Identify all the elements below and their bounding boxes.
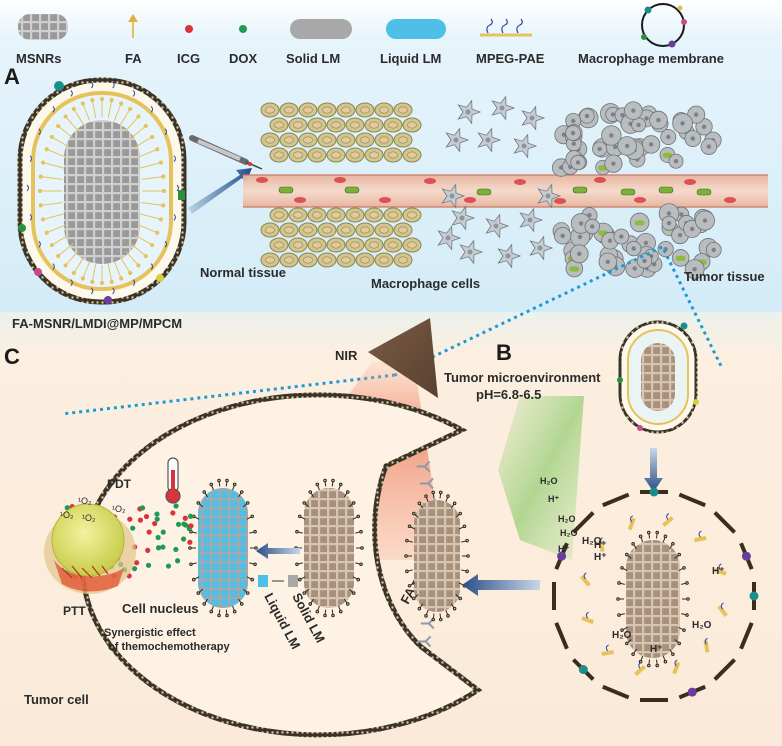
thermometer-icon [165, 457, 181, 504]
legend-liquid-lm-label: Liquid LM [380, 51, 441, 66]
nanoparticle-tme [617, 320, 699, 434]
legend-solid-lm-label: Solid LM [286, 51, 340, 66]
ion-label: H₂O [558, 514, 576, 524]
nanoparticle-label: FA-MSNR/LMDI@MP/MPCM [12, 316, 182, 331]
legend-msnrs-label: MSNRs [16, 51, 62, 66]
np-bound-receptor [404, 490, 470, 622]
core-np-released [616, 530, 690, 668]
nir-label: NIR [335, 348, 358, 363]
vessel-nanoparticles [256, 177, 736, 204]
synergy-line-2: of themochemotherapy [108, 641, 231, 653]
acid-diffusion-beam [498, 396, 584, 560]
panel-b-label: B [496, 340, 512, 365]
panel-a-label: A [4, 64, 20, 89]
ion-label: H₂O [612, 630, 632, 641]
singlet-oxygen-4: ¹O₂ [112, 504, 126, 514]
disassembled-membrane [552, 487, 759, 702]
msnr-icon [18, 14, 68, 40]
ion-label: H⁺ [650, 644, 663, 655]
macrophage-cells-label: Macrophage cells [371, 276, 480, 291]
ion-label: H⁺ [594, 540, 607, 551]
zoom-line-left [394, 245, 663, 377]
liquid-lm-icon [386, 19, 446, 39]
phase-transition-arrow [256, 543, 300, 559]
nir-laser-source [368, 318, 438, 398]
cell-nucleus [44, 503, 136, 594]
ion-label: H⁺ [594, 552, 607, 563]
macrophage-cells [437, 95, 562, 269]
mpeg-pae-icon [480, 18, 532, 37]
legend: MSNRs FA ICG DOX Solid LM Liquid LM MPEG… [16, 3, 724, 66]
tumor-tissue-label: Tumor tissue [684, 269, 765, 284]
membrane-protein-green [18, 224, 26, 232]
np-liquid-lm [188, 478, 258, 618]
fa-icon [128, 14, 138, 38]
singlet-oxygen-1: ¹O₂ [78, 496, 92, 506]
membrane-protein-pink [34, 268, 42, 276]
tme-title: Tumor microenvironment [444, 370, 601, 385]
tme-ph: pH=6.8-6.5 [476, 387, 541, 402]
solid-lm-block [288, 575, 298, 587]
legend-icg-label: ICG [177, 51, 200, 66]
membrane-protein-teal [54, 81, 64, 91]
normal-tissue-label: Normal tissue [200, 265, 286, 280]
blood-vessel [243, 174, 768, 208]
ion-label: H₂O [582, 536, 602, 547]
membrane-protein-yellow [156, 274, 164, 282]
membrane-protein-purple [104, 296, 112, 304]
membrane-ring-icon [641, 3, 687, 48]
cell-nucleus-label: Cell nucleus [122, 601, 199, 616]
legend-dox-label: DOX [229, 51, 258, 66]
pdt-label: PDT [107, 477, 132, 491]
tumor-cell-membrane [79, 392, 483, 738]
tumor-cell-label: Tumor cell [24, 692, 89, 707]
legend-mpeg-pae-label: MPEG-PAE [476, 51, 545, 66]
membrane-protein-square [178, 190, 185, 200]
ion-label: H₂O [692, 620, 712, 631]
panel-c-label: C [4, 344, 20, 369]
fa-ligands-large [26, 81, 179, 295]
tumor-tissue-cells [551, 101, 722, 280]
injection-arrow [188, 168, 252, 214]
nanoparticle-large [17, 77, 187, 305]
ion-label: H⁺ [548, 494, 559, 504]
synergy-line-1: Synergistic effect [104, 627, 196, 639]
liquid-lm-block [258, 575, 268, 587]
singlet-oxygen-2: ¹O₂ [60, 510, 74, 520]
syringe-icon [189, 135, 263, 170]
ion-label: H⁺ [558, 544, 569, 554]
ion-label: H⁺ [712, 566, 725, 577]
dox-dot-icon [239, 25, 247, 33]
legend-fa-label: FA [125, 51, 142, 66]
solid-lm-icon [290, 19, 352, 39]
normal-tissue-cells [260, 102, 422, 268]
icg-dot-icon [185, 25, 193, 33]
legend-membrane-label: Macrophage membrane [578, 51, 724, 66]
singlet-oxygen-3: ¹O₂ [82, 513, 96, 523]
ion-label: H₂O [560, 528, 578, 538]
ptt-label: PTT [63, 604, 86, 618]
uptake-arrow [462, 574, 540, 596]
disassembly-arrow [644, 448, 663, 492]
np-solid-lm [294, 478, 364, 618]
zoom-line-right [662, 249, 724, 369]
ion-label: H₂O [540, 476, 558, 486]
